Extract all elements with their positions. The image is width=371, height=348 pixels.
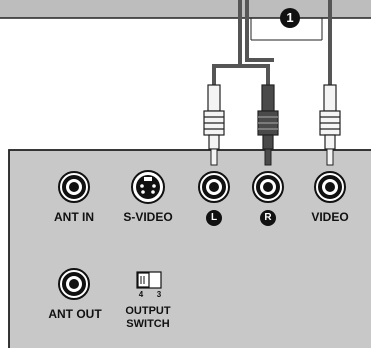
audio-right-badge: R (260, 210, 276, 226)
output-switch-label-line2: SWITCH (126, 318, 170, 330)
audio-cable-pair (212, 0, 274, 85)
s-video-jack (131, 170, 165, 204)
audio-left-plug (203, 84, 225, 150)
s-video-label: S-VIDEO (123, 210, 173, 224)
video-plug (319, 84, 341, 150)
callout-badge: 1 (280, 8, 300, 28)
switch-position-4: 4 (138, 290, 144, 299)
ant-out-label: ANT OUT (48, 307, 102, 321)
video-label: VIDEO (311, 210, 349, 224)
audio-left-jack (198, 171, 230, 203)
switch-position-3: 3 (156, 290, 162, 299)
ant-in-label: ANT IN (54, 210, 94, 224)
audio-right-plug (257, 84, 279, 150)
ant-out-jack (58, 268, 90, 300)
output-switch-label-line1: OUTPUT (125, 305, 171, 317)
video-jack (314, 171, 346, 203)
audio-left-badge: L (206, 210, 222, 226)
ant-in-jack (58, 171, 90, 203)
output-switch (136, 271, 162, 289)
audio-right-jack (252, 171, 284, 203)
source-device (0, 0, 371, 19)
